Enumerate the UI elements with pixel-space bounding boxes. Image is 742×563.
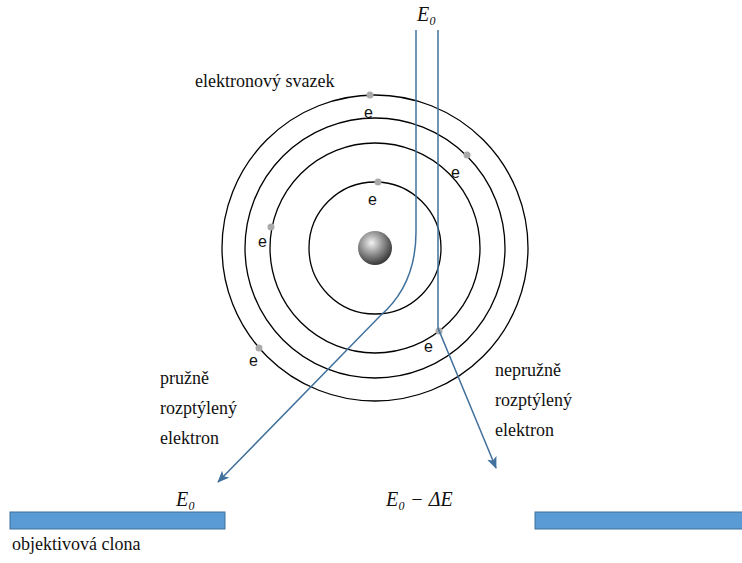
inelastic-trajectory <box>438 30 496 468</box>
electron-dot <box>464 152 471 159</box>
energy-loss-label: E₀ − ΔE <box>386 488 453 510</box>
electron-dot <box>367 92 374 99</box>
elastic-label: pružně rozptýlený elektron <box>160 363 256 453</box>
beam-label: elektronový svazek <box>195 66 334 96</box>
electron-label: e <box>258 233 267 251</box>
energy-label: E₀ <box>417 3 436 25</box>
nucleus <box>358 231 392 265</box>
electron-dot <box>256 345 263 352</box>
electron-label: e <box>364 104 373 122</box>
elastic-trajectory <box>218 30 416 482</box>
electron-dot <box>375 179 382 186</box>
electron-label: e <box>368 191 377 209</box>
aperture-label: objektivová clona <box>12 529 140 559</box>
electron-label: e <box>424 338 433 356</box>
energy-label: E₀ <box>176 488 195 510</box>
electron-shell <box>245 118 505 378</box>
electron-label: e <box>451 164 460 182</box>
inelastic-label: nepružně rozptýlený elektron <box>495 355 595 445</box>
electron-shell <box>309 182 441 314</box>
electron-label: e <box>249 352 258 370</box>
aperture-plate <box>535 512 742 529</box>
electron-dot <box>268 224 275 231</box>
aperture-plate <box>10 512 225 529</box>
electron-shell <box>222 95 528 401</box>
